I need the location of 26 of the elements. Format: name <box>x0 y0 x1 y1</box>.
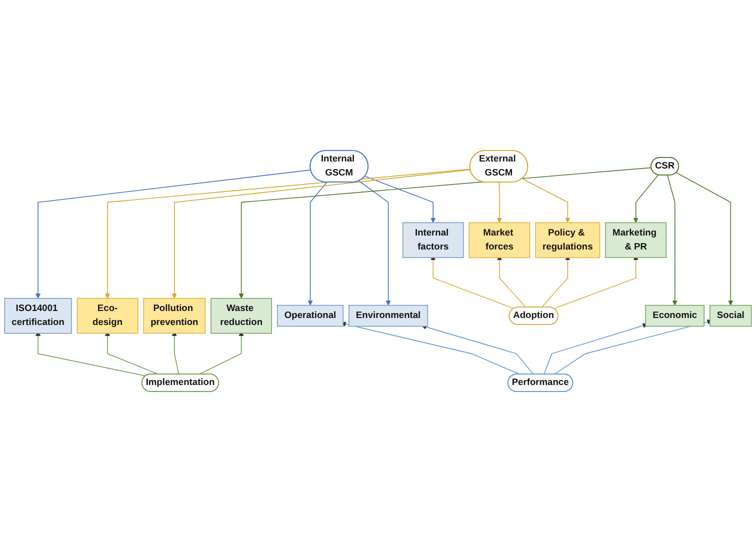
arrow <box>104 168 471 299</box>
node-box: Market forces <box>468 222 530 258</box>
arrow <box>522 178 570 223</box>
node-box: Economic <box>645 304 705 327</box>
node-box: Waste reduction <box>210 298 272 334</box>
node-box: Eco-design <box>76 298 138 334</box>
arrow <box>422 324 534 375</box>
arrow <box>238 167 652 299</box>
arrow <box>358 180 391 306</box>
arrow <box>308 182 328 306</box>
arrow <box>633 174 659 223</box>
arrow <box>172 169 471 299</box>
node-box: Internal factors <box>402 222 464 258</box>
node-box: Marketing & PR <box>605 222 667 258</box>
node-box: ISO14001 certification <box>4 298 72 334</box>
arrow <box>667 174 678 306</box>
arrow <box>496 182 502 223</box>
arrow <box>544 323 648 375</box>
node-box: Operational <box>276 304 344 327</box>
node-box: Pollution prevention <box>143 298 206 334</box>
arrow <box>35 170 312 299</box>
node-box: Social <box>709 304 752 327</box>
node-box: Environmental <box>348 304 428 327</box>
arrow <box>676 172 734 306</box>
arrow <box>364 176 436 223</box>
node-box: Policy & regulations <box>535 222 600 258</box>
